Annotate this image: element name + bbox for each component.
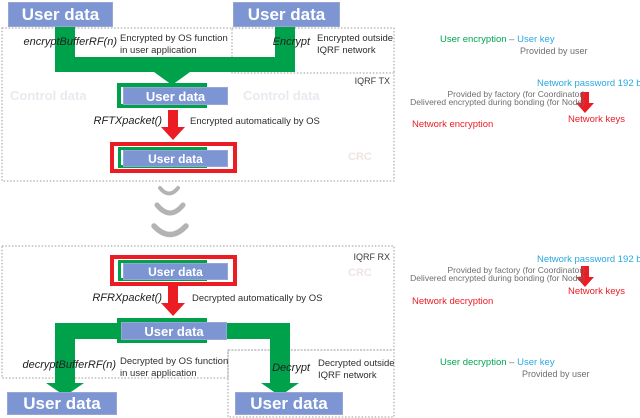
dash: –: [509, 357, 515, 368]
network-password-rx: Network password 192 b: [537, 254, 640, 265]
rftxpacket-desc: Encrypted automatically by OS: [190, 116, 320, 127]
network-password-tx: Network password 192 b: [537, 78, 640, 89]
red-down-arrow-rx-icon: [161, 286, 185, 316]
user-data-box-tx-encrypted-user: User data: [123, 87, 228, 105]
delivered-encrypted-rx: Delivered encrypted during bonding (for …: [410, 273, 585, 283]
red-down-arrow-keys-tx-icon: [576, 92, 594, 113]
rfrxpacket-desc: Decrypted automatically by OS: [192, 293, 323, 304]
red-down-arrow-keys-rx-icon: [576, 266, 594, 287]
provided-by-user-tx: Provided by user: [520, 46, 588, 56]
user-encryption-label: User encryption: [440, 34, 507, 45]
decrypt-desc: Decrypted outside IQRF network: [318, 358, 395, 381]
provided-by-user-rx: Provided by user: [522, 369, 590, 379]
dash: –: [509, 34, 515, 45]
network-decryption-label: Network decryption: [412, 296, 494, 307]
red-down-arrow-tx-icon: [161, 110, 185, 140]
faint-control-data-right: Control data: [243, 88, 320, 103]
network-keys-rx: Network keys: [567, 286, 625, 297]
green-merge-arrow: [55, 27, 295, 85]
faint-crc-tx: CRC: [348, 151, 372, 163]
user-data-box-rx-encrypted-user: User data: [121, 322, 227, 340]
network-keys-tx: Network keys: [567, 114, 625, 125]
user-data-box-rx-outside: User data: [235, 392, 343, 415]
faint-control-data-left: Control data: [10, 88, 87, 103]
provided-by-factory-rx: Provided by factory (for Coordinator): [447, 265, 585, 275]
user-data-box-rx-encrypted-os: User data: [123, 263, 228, 280]
user-encryption-key-title: User encryption – User key: [440, 34, 555, 45]
delivered-encrypted-tx: Delivered encrypted during bonding (for …: [410, 97, 585, 107]
decrypt-buffer-rf-desc: Decrypted by OS function in user applica…: [120, 356, 229, 379]
encrypt-buffer-rf-desc: Encrypted by OS function in user applica…: [120, 33, 228, 56]
rfrxpacket-label: RFRXpacket(): [92, 292, 162, 304]
encrypt-desc: Encrypted outside IQRF network: [317, 33, 394, 56]
encrypt-label: Encrypt: [272, 36, 310, 48]
user-data-box-tx-outside: User data: [233, 2, 340, 27]
user-key-label: User key: [517, 357, 555, 368]
encrypt-buffer-rf-label: encryptBufferRF(n): [23, 36, 117, 48]
green-split-arrow: [46, 323, 299, 396]
rftxpacket-label: RFTXpacket(): [93, 115, 162, 127]
user-decryption-label: User decryption: [440, 357, 507, 368]
user-decryption-key-title: User decryption – User key: [440, 357, 555, 368]
radio-waves-icon: [151, 186, 189, 238]
iqrf-tx-zone-label: IQRF TX: [354, 76, 390, 86]
user-data-box-rx-app: User data: [7, 392, 117, 415]
user-data-box-tx-encrypted-os: User data: [123, 150, 228, 167]
provided-by-factory-tx: Provided by factory (for Coordinator): [447, 89, 585, 99]
user-key-label: User key: [517, 34, 555, 45]
decrypt-buffer-rf-label: decryptBufferRF(n): [22, 359, 116, 371]
faint-crc-rx: CRC: [348, 267, 372, 279]
decrypt-label: Decrypt: [272, 362, 310, 374]
iqrf-rx-zone-label: IQRF RX: [353, 252, 390, 262]
network-encryption-label: Network encryption: [412, 119, 494, 130]
tx-zone-dashed-border: [1, 27, 395, 182]
user-data-box-tx-app: User data: [8, 2, 113, 27]
